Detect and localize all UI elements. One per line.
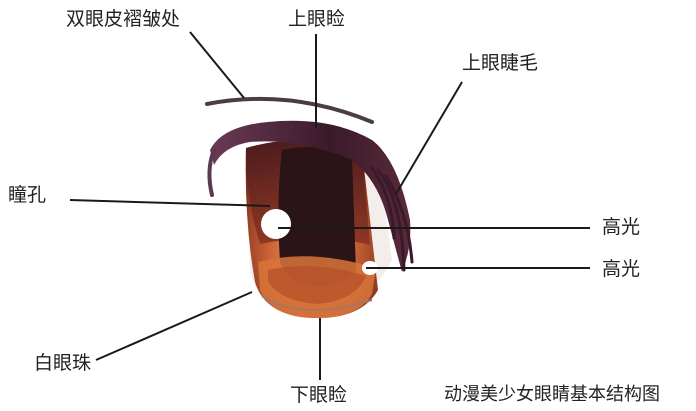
iris-lower-inner <box>268 266 366 304</box>
lash-strands <box>370 166 414 272</box>
label-highlight-2: 高光 <box>602 258 641 280</box>
leader-lines <box>69 31 590 380</box>
lower-eyelid-line <box>261 295 373 312</box>
pupil <box>278 147 356 286</box>
label-pupil: 瞳孔 <box>8 184 47 206</box>
leader-white-of-eye <box>95 291 253 361</box>
upper-lash-mass <box>210 120 411 272</box>
label-highlight-1: 高光 <box>602 216 641 238</box>
label-white-of-eye: 白眼珠 <box>34 352 92 374</box>
label-upper-eyelashes: 上眼睫毛 <box>462 52 539 74</box>
lash-flick <box>207 148 216 197</box>
leader-upper-eyelashes <box>395 81 463 195</box>
highlight-large <box>261 209 291 239</box>
label-double-eyelid-fold: 双眼皮褶皱处 <box>66 8 181 30</box>
leader-double-eyelid <box>189 31 245 99</box>
label-upper-eyelid: 上眼睑 <box>288 8 346 30</box>
leader-pupil <box>69 199 271 207</box>
diagram-caption: 动漫美少女眼睛基本结构图 <box>444 384 660 405</box>
label-lower-eyelid: 下眼睑 <box>290 384 348 406</box>
double-eyelid-crease <box>205 96 374 124</box>
